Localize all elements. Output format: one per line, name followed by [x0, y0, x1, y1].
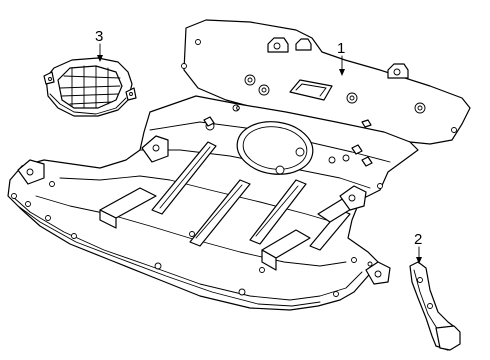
- callout-3-label: 3: [95, 28, 103, 45]
- callout-3: 3: [95, 28, 103, 62]
- shield-stiffening-slots: [151, 141, 351, 251]
- callout-1: 1: [337, 40, 345, 76]
- callout-1-label: 1: [337, 40, 345, 57]
- shield-small-slots: [203, 116, 373, 167]
- callout-2: 2: [414, 231, 422, 264]
- grille-mesh: [57, 65, 123, 109]
- shield-front-skirt: [11, 195, 363, 301]
- callout-2-label: 2: [414, 231, 422, 248]
- shield-oval-opening: [236, 121, 314, 175]
- flange-bolt-bosses: [181, 37, 457, 133]
- bracket-foot: [435, 325, 461, 351]
- underbody-shield-part: [7, 19, 471, 311]
- shield-main-tray: [7, 95, 419, 311]
- shield-mounting-tabs: [11, 104, 391, 297]
- side-bracket-part: [409, 261, 461, 351]
- grille-cover-part: [43, 57, 137, 117]
